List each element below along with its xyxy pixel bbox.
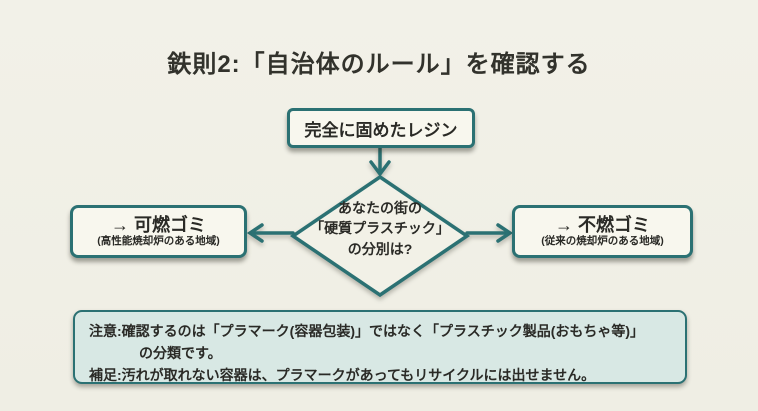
arrow-right-icon — [465, 223, 514, 243]
outcome-left-subtitle: (高性能焼却炉のある地域) — [97, 235, 220, 248]
note-line-2: の分類です。 — [139, 345, 222, 361]
start-node: 完全に固めたレジン — [287, 108, 475, 148]
note-line-1: 注意:確認するのは「プラマーク(容器包装)」ではなく「プラスチック製品(おもちゃ… — [89, 323, 645, 339]
slide-title: 鉄則2:「自治体のルール」を確認する — [167, 51, 591, 78]
note-line-3: 補足:汚れが取れない容器は、プラマークがあってもリサイクルには出せません。 — [89, 367, 596, 383]
start-node-label: 完全に固めたレジン — [304, 120, 458, 140]
decision-line-1: あなたの街の — [338, 200, 422, 216]
arrow-down-icon — [369, 146, 391, 177]
decision-diamond-shape — [289, 174, 471, 298]
outcome-left-label: → 可燃ゴミ — [110, 214, 206, 235]
outcome-right-label: → 不燃ゴミ — [554, 214, 650, 235]
outcome-left-node: → 可燃ゴミ (高性能焼却炉のある地域) — [70, 205, 247, 258]
decision-line-3: の分別は? — [347, 240, 413, 257]
outcome-right-subtitle: (従来の焼却炉のある地域) — [541, 235, 664, 248]
arrow-left-icon — [246, 223, 295, 243]
decision-line-2: 「硬質プラスチック」 — [310, 220, 450, 237]
note-box: 注意:確認するのは「プラマーク(容器包装)」ではなく「プラスチック製品(おもちゃ… — [73, 310, 687, 384]
outcome-right-node: → 不燃ゴミ (従来の焼却炉のある地域) — [512, 205, 693, 258]
decision-node-label: あなたの街の 「硬質プラスチック」 の分別は? — [294, 198, 466, 259]
